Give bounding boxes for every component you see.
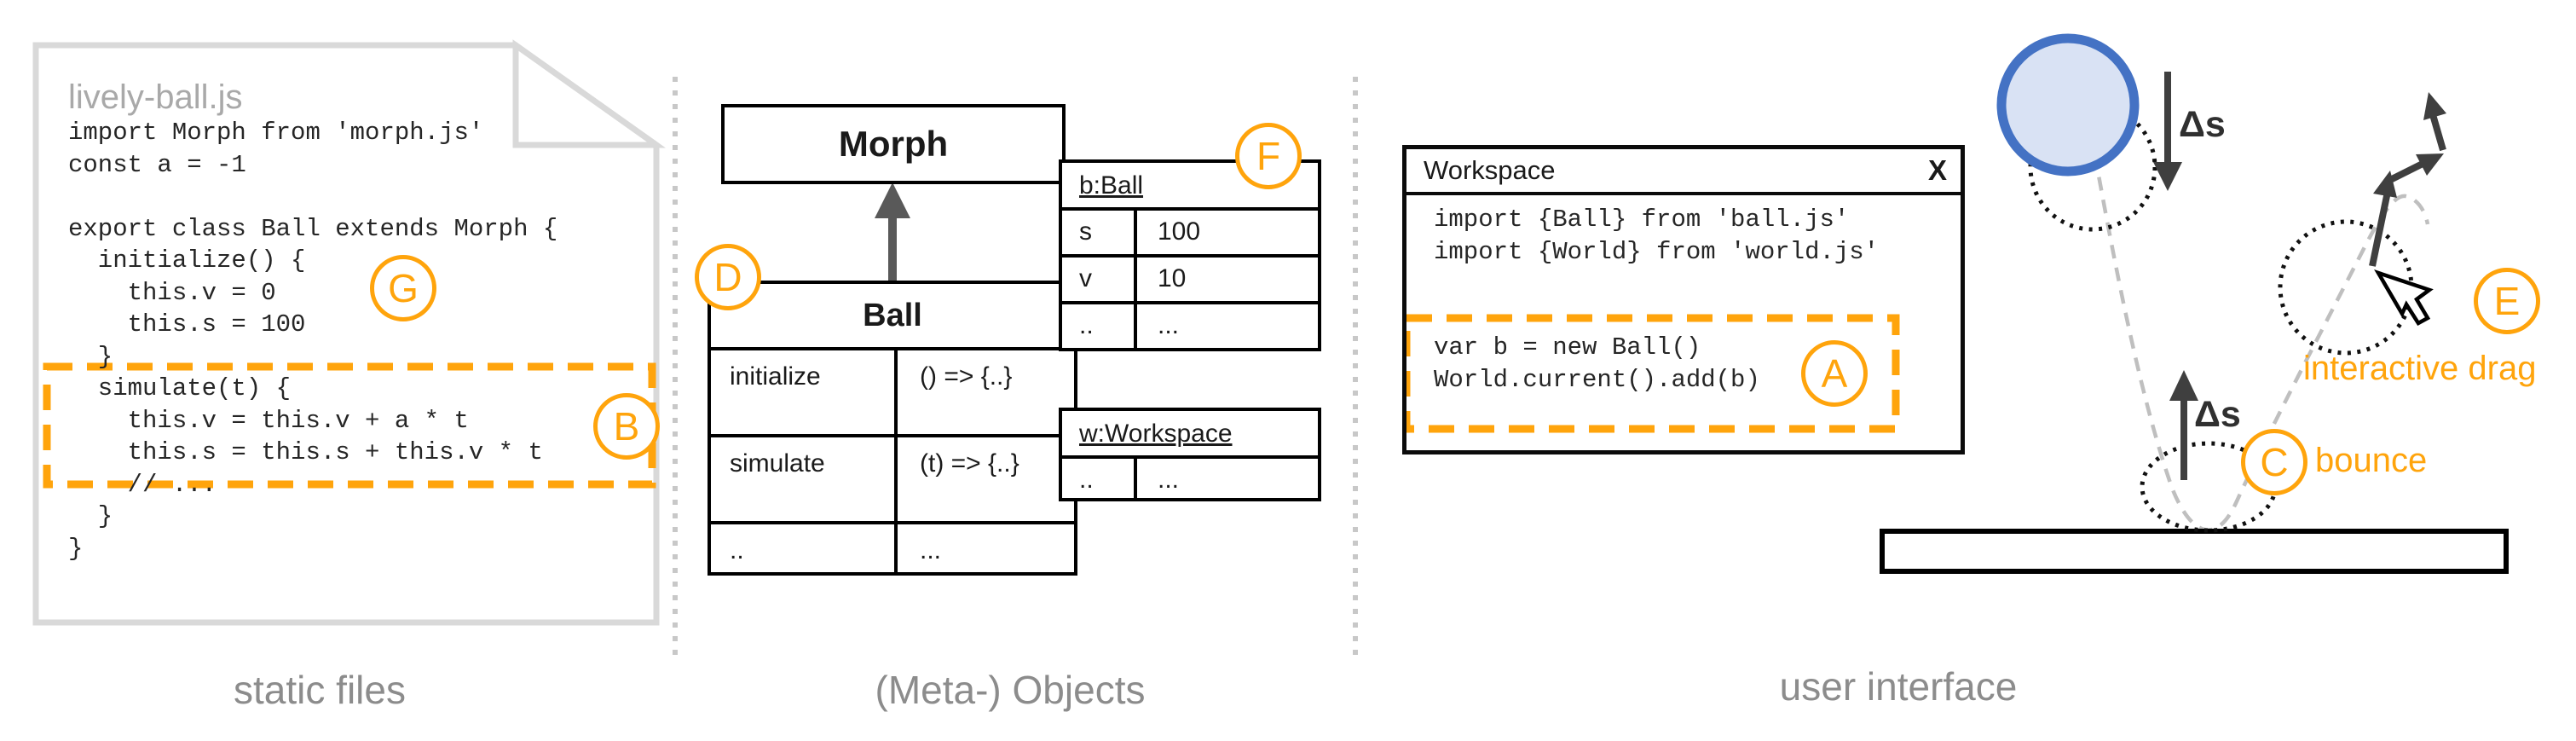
marker-badge-a: A <box>1801 340 1868 407</box>
code-line: simulate(t) { <box>68 374 292 402</box>
ball-shape[interactable] <box>1996 33 2140 177</box>
marker-badge-d: D <box>695 244 761 310</box>
delta-s-up-label: Δs <box>2194 394 2241 435</box>
code-line: import {World} from 'world.js' <box>1434 237 1880 266</box>
table-row: .. ... <box>1062 455 1318 498</box>
table-row: simulate (t) => {..} <box>711 434 1074 521</box>
drag-arrow-segment-1 <box>2369 191 2391 267</box>
marker-badge-g: G <box>370 255 436 321</box>
superclass-box: Morph <box>721 104 1066 184</box>
code-line: import Morph from 'morph.js' <box>68 119 484 147</box>
object-table-title: w:Workspace <box>1062 411 1318 455</box>
code-line <box>1434 268 1879 300</box>
method-value: () => {..} <box>920 362 1013 391</box>
workspace-title: Workspace <box>1424 155 1556 185</box>
code-line: import {Ball} from 'ball.js' <box>1434 206 1850 234</box>
workspace-titlebar: Workspace X <box>1406 149 1961 195</box>
file-dogear-icon <box>512 39 666 148</box>
method-name: simulate <box>711 437 898 521</box>
trajectory-path <box>2076 63 2430 532</box>
field-value: ... <box>1158 466 1180 494</box>
code-line: this.v = 0 <box>68 278 276 307</box>
marker-badge-c: C <box>2241 429 2307 495</box>
code-line: var b = new Ball() <box>1434 333 1701 362</box>
file-code-block: import Morph from 'morph.js' const a = -… <box>68 117 557 564</box>
object-table-title-text: b:Ball <box>1079 171 1144 200</box>
code-line: this.s = 100 <box>68 310 306 339</box>
method-name: .. <box>711 524 898 572</box>
section-label-static-files: static files <box>234 668 406 712</box>
field-value: 10 <box>1158 264 1187 292</box>
code-line: World.current().add(b) <box>1434 365 1760 394</box>
close-button[interactable]: X <box>1927 154 1947 186</box>
drag-arrow-head-3 <box>2423 92 2446 120</box>
object-table-title-text: w:Workspace <box>1079 420 1233 448</box>
interactive-drag-label: interactive drag <box>2303 350 2537 387</box>
object-table-title: b:Ball <box>1062 163 1318 207</box>
field-name: s <box>1062 211 1137 254</box>
inheritance-arrow-head <box>875 182 910 218</box>
section-label-user-interface: user interface <box>1779 664 2018 709</box>
file-name: lively-ball.js <box>68 78 243 116</box>
code-line: const a = -1 <box>68 150 246 179</box>
table-row: .. ... <box>1062 301 1318 348</box>
method-value: (t) => {..} <box>920 449 1019 478</box>
code-line: export class Ball extends Morph { <box>68 214 558 243</box>
field-value: ... <box>1158 311 1180 339</box>
code-line: this.v = this.v + a * t <box>68 406 469 435</box>
table-row: .. ... <box>711 521 1074 572</box>
object-table-ball-instance: b:Ball s 100 v 10 .. ... <box>1059 159 1321 351</box>
drag-arrow-head-2 <box>2416 153 2444 176</box>
highlight-box-workspace-code <box>1402 314 1900 433</box>
field-name: .. <box>1062 304 1137 348</box>
field-name: .. <box>1062 459 1137 498</box>
code-line: initialize() { <box>68 246 306 275</box>
workspace-window: Workspace X import {Ball} from 'ball.js'… <box>1402 145 1965 454</box>
object-table-workspace-instance: w:Workspace .. ... <box>1059 408 1321 501</box>
code-line: } <box>68 502 113 530</box>
method-name: initialize <box>711 350 898 434</box>
field-value: 100 <box>1158 217 1201 246</box>
table-row: initialize () => {..} <box>711 347 1074 434</box>
delta-s-down-arrow-head <box>2153 162 2182 191</box>
cursor-icon[interactable] <box>2374 269 2434 326</box>
ghost-ball-falling <box>2028 102 2157 232</box>
marker-badge-e: E <box>2474 268 2540 334</box>
ground-rect <box>1880 529 2509 574</box>
code-line: } <box>68 342 113 371</box>
class-table-ball: Ball initialize () => {..} simulate (t) … <box>708 281 1077 576</box>
code-line: this.s = this.s + this.v * t <box>68 438 543 466</box>
marker-badge-f: F <box>1235 123 1302 189</box>
class-table-title: Ball <box>863 297 922 333</box>
method-value: ... <box>920 536 942 564</box>
section-label-meta-objects: (Meta-) Objects <box>875 668 1146 712</box>
code-line <box>1434 300 1879 333</box>
bounce-label: bounce <box>2315 442 2428 479</box>
delta-s-down-label: Δs <box>2179 104 2226 145</box>
table-row: v 10 <box>1062 254 1318 301</box>
code-line: // ... <box>68 470 217 499</box>
drag-arrow-segment-2 <box>2387 159 2428 184</box>
marker-badge-b: B <box>593 393 660 460</box>
field-name: v <box>1062 258 1137 301</box>
code-line: } <box>68 534 84 563</box>
table-row: s 100 <box>1062 207 1318 254</box>
workspace-code-block[interactable]: import {Ball} from 'ball.js' import {Wor… <box>1434 204 1879 396</box>
code-line <box>68 181 557 213</box>
drag-arrow-segment-3 <box>2429 110 2446 152</box>
delta-s-up-arrow-head <box>2169 370 2198 401</box>
file-sheet-shape <box>32 42 660 626</box>
